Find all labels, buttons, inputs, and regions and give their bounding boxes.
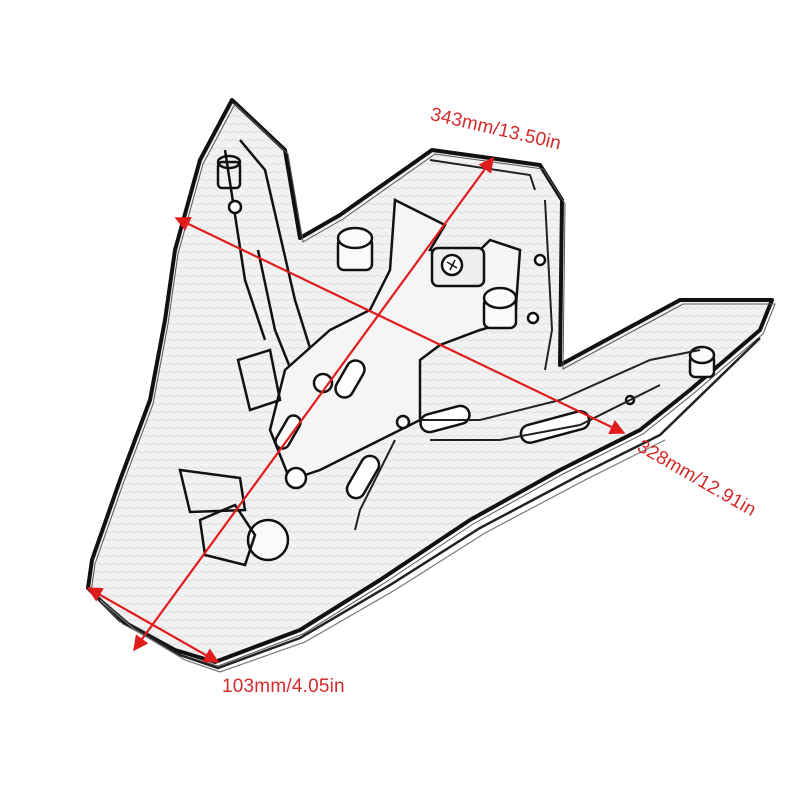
shell-outline	[86, 98, 776, 673]
dimension-arrows	[86, 156, 626, 663]
tail-dimension-label: 103mm/4.05in	[222, 676, 345, 697]
width-arrow	[133, 156, 494, 652]
tail-arrow	[86, 587, 220, 663]
